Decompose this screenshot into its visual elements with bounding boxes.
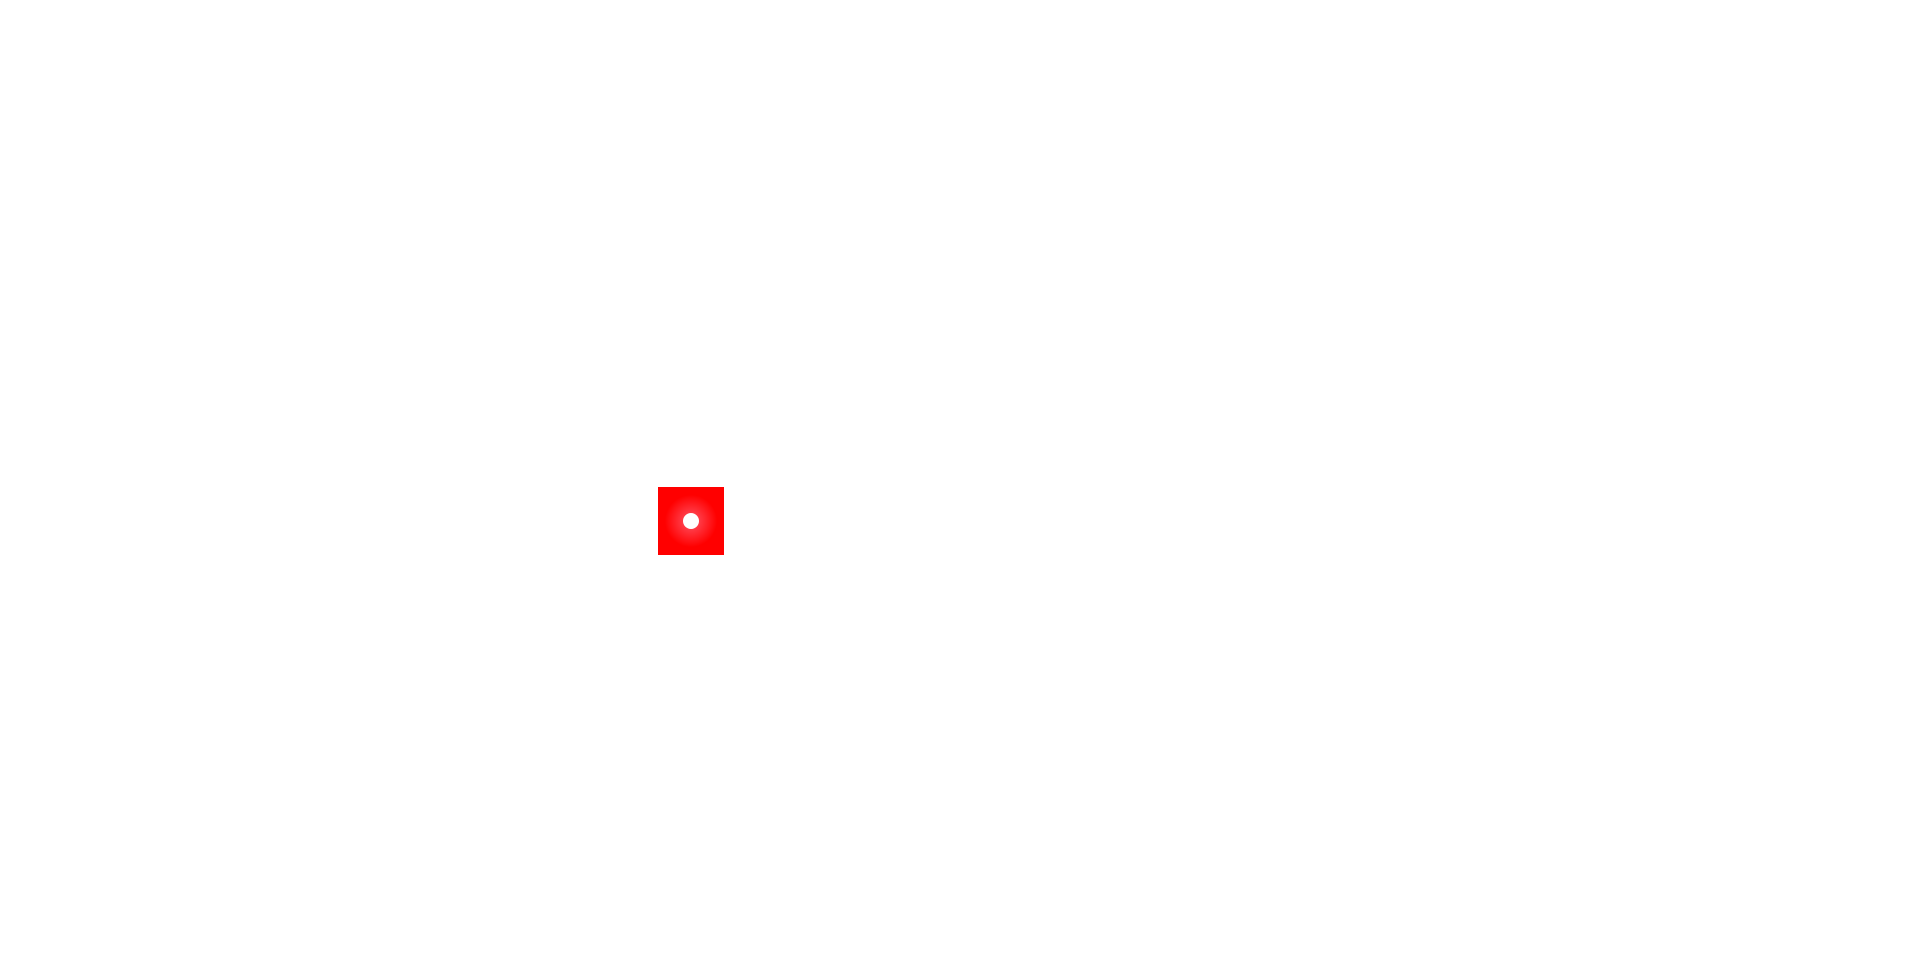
red-target-marker[interactable] — [658, 487, 724, 555]
marker-center-dot-icon — [683, 513, 699, 529]
